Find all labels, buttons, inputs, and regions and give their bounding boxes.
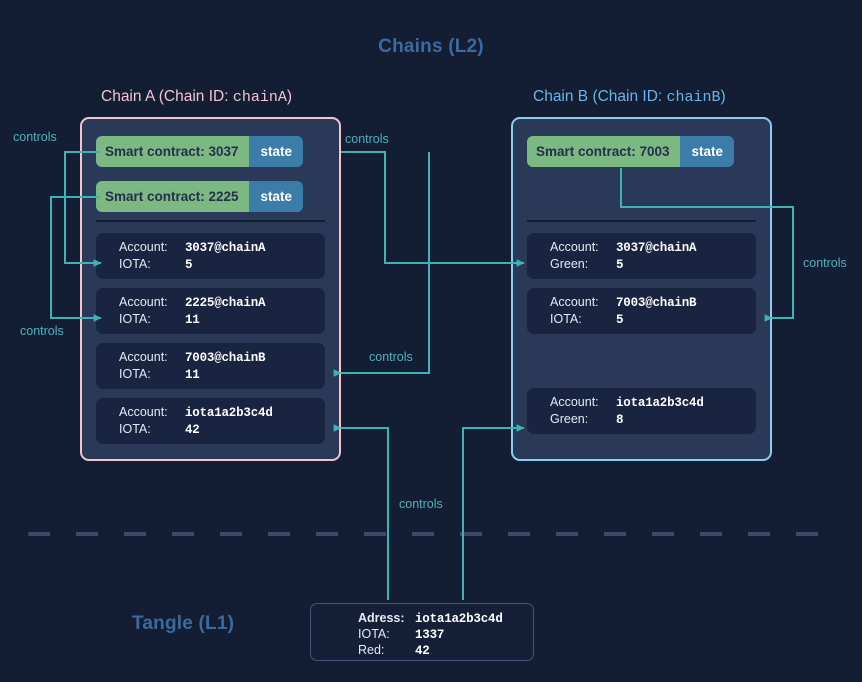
chain-a-accounts-zone: Account: 3037@chainA IOTA: 5 Account: 22… (82, 220, 339, 458)
balance-key: Green: (550, 257, 589, 271)
chain-b-title-prefix: Chain B (Chain ID: (533, 88, 667, 105)
tangle-address-value: iota1a2b3c4d (415, 612, 503, 626)
account-balance-row: IOTA: 42 (119, 421, 325, 438)
contract-label: Smart contract: 2225 (96, 181, 250, 212)
account-card: Account: iota1a2b3c4d IOTA: 42 (96, 398, 325, 444)
account-card: Account: 7003@chainB IOTA: 5 (527, 288, 756, 334)
tangle-red-key: Red: (358, 643, 385, 657)
contract-state-badge[interactable]: state (249, 136, 303, 167)
account-value: 2225@chainA (185, 296, 266, 310)
account-card: Account: 7003@chainB IOTA: 11 (96, 343, 325, 389)
contract-state-badge[interactable]: state (680, 136, 734, 167)
balance-key: IOTA: (119, 422, 151, 436)
account-balance-row: IOTA: 11 (119, 311, 325, 328)
account-balance-row: Green: 5 (550, 256, 756, 273)
balance-value: 11 (185, 368, 200, 382)
wire-l1-to-chaina-account (333, 424, 389, 600)
account-value: iota1a2b3c4d (185, 406, 273, 420)
wire-b-7003-to-chaina-account (333, 152, 430, 377)
chain-b-contracts-zone: Smart contract: 7003 state (513, 119, 770, 222)
account-key: Account: (119, 295, 168, 309)
chain-a-zone-divider (96, 220, 325, 222)
chain-b-title-suffix: ) (720, 88, 726, 105)
contract-label: Smart contract: 7003 (527, 136, 681, 167)
tangle-iota-value: 1337 (415, 628, 445, 642)
chain-b-accounts-zone: Account: 3037@chainA Green: 5 Account: 7… (513, 220, 770, 448)
chain-a-title-suffix: ) (286, 88, 293, 105)
chain-a-contract-2225[interactable]: Smart contract: 2225 state (96, 181, 303, 212)
account-name-row: Account: 7003@chainB (119, 349, 325, 366)
balance-key: Green: (550, 412, 589, 426)
balance-value: 42 (185, 423, 200, 437)
account-name-row: Account: 3037@chainA (550, 239, 756, 256)
account-name-row: Account: iota1a2b3c4d (550, 394, 756, 411)
account-card: Account: 3037@chainA Green: 5 (527, 233, 756, 279)
account-name-row: Account: iota1a2b3c4d (119, 404, 325, 421)
chain-a-panel: Smart contract: 3037 state Smart contrac… (80, 117, 341, 461)
balance-key: IOTA: (119, 367, 151, 381)
account-balance-row: IOTA: 5 (550, 311, 756, 328)
balance-value: 8 (616, 413, 624, 427)
chain-a-title-id: chainA (232, 89, 287, 106)
account-key: Account: (550, 295, 599, 309)
account-key: Account: (550, 240, 599, 254)
tangle-address-row: Adress: iota1a2b3c4d (358, 611, 533, 627)
tangle-title: Tangle (L1) (132, 613, 235, 634)
account-key: Account: (119, 240, 168, 254)
account-name-row: Account: 3037@chainA (119, 239, 325, 256)
controls-label-middle-bottom: controls (369, 350, 413, 364)
controls-label-right: controls (803, 256, 847, 270)
page-title: Chains (L2) (378, 36, 484, 57)
controls-label-left-bottom: controls (20, 324, 64, 338)
tangle-iota-row: IOTA: 1337 (358, 627, 533, 643)
balance-value: 5 (185, 258, 193, 272)
tangle-address-card: Adress: iota1a2b3c4d IOTA: 1337 Red: 42 (310, 603, 534, 661)
account-value: 7003@chainB (185, 351, 266, 365)
contract-state-badge[interactable]: state (249, 181, 303, 212)
account-value: 3037@chainA (185, 241, 266, 255)
account-key: Account: (550, 395, 599, 409)
chain-a-title: Chain A (Chain ID: chainA) (101, 88, 292, 106)
balance-value: 5 (616, 258, 624, 272)
account-value: iota1a2b3c4d (616, 396, 704, 410)
account-value: 7003@chainB (616, 296, 697, 310)
account-card: Account: 2225@chainA IOTA: 11 (96, 288, 325, 334)
chain-a-title-prefix: Chain A (Chain ID: (101, 88, 233, 105)
balance-key: IOTA: (119, 312, 151, 326)
balance-key: IOTA: (119, 257, 151, 271)
account-balance-row: Green: 8 (550, 411, 756, 428)
balance-key: IOTA: (550, 312, 582, 326)
account-name-row: Account: 7003@chainB (550, 294, 756, 311)
contract-label: Smart contract: 3037 (96, 136, 250, 167)
balance-value: 11 (185, 313, 200, 327)
controls-label-middle-top: controls (345, 132, 389, 146)
chain-b-panel: Smart contract: 7003 state Account: 3037… (511, 117, 772, 461)
chain-a-contracts-zone: Smart contract: 3037 state Smart contrac… (82, 119, 339, 222)
tangle-address-key: Adress: (358, 611, 405, 625)
wire-a-3037-to-chainb-account (341, 151, 525, 267)
balance-value: 5 (616, 313, 624, 327)
account-balance-row: IOTA: 5 (119, 256, 325, 273)
account-name-row: Account: 2225@chainA (119, 294, 325, 311)
l1-l2-divider (28, 532, 834, 536)
tangle-red-row: Red: 42 (358, 643, 533, 659)
account-card: Account: iota1a2b3c4d Green: 8 (527, 388, 756, 434)
chain-a-contract-3037[interactable]: Smart contract: 3037 state (96, 136, 303, 167)
tangle-red-value: 42 (415, 644, 430, 658)
chain-b-title-id: chainB (666, 89, 721, 106)
account-balance-row: IOTA: 11 (119, 366, 325, 383)
controls-label-bottom: controls (399, 497, 443, 511)
account-key: Account: (119, 350, 168, 364)
account-key: Account: (119, 405, 168, 419)
account-value: 3037@chainA (616, 241, 697, 255)
account-card: Account: 3037@chainA IOTA: 5 (96, 233, 325, 279)
chain-b-title: Chain B (Chain ID: chainB) (533, 88, 726, 106)
tangle-iota-key: IOTA: (358, 627, 390, 641)
chain-b-contract-7003[interactable]: Smart contract: 7003 state (527, 136, 734, 167)
controls-label-left-top: controls (13, 130, 57, 144)
